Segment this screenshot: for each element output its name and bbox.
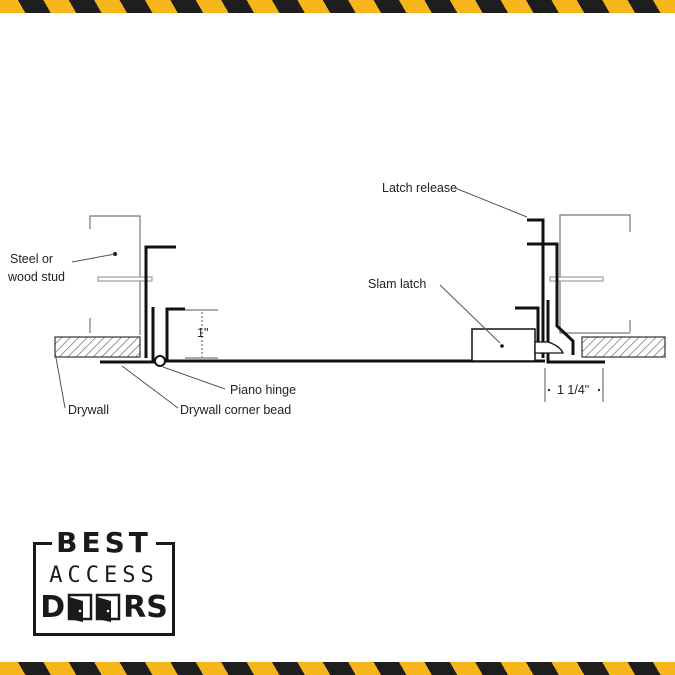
logo-doors: D RS bbox=[33, 590, 175, 625]
open-door-icon bbox=[67, 593, 93, 622]
stud-label-line2: wood stud bbox=[7, 270, 65, 284]
latch-release-label: Latch release bbox=[382, 181, 457, 195]
right-screw bbox=[549, 276, 604, 282]
left-drywall bbox=[54, 336, 141, 358]
left-screw bbox=[97, 276, 153, 282]
one-quarter-label: 1 1/4" bbox=[557, 383, 589, 397]
dimension-one-quarter: 1 1/4" bbox=[544, 368, 604, 402]
right-stud bbox=[559, 214, 631, 334]
logo-access: ACCESS bbox=[49, 563, 159, 588]
right-drywall bbox=[581, 336, 666, 358]
piano-hinge bbox=[154, 355, 166, 367]
one-inch-label: 1" bbox=[197, 326, 208, 340]
stud-label-line1: Steel or bbox=[10, 252, 53, 266]
hazard-stripe-bottom bbox=[0, 662, 675, 675]
dimension-one-inch: 1" bbox=[185, 309, 218, 359]
slam-latch bbox=[471, 328, 564, 362]
best-access-doors-logo: BEST ACCESS D RS bbox=[33, 526, 175, 636]
left-stud bbox=[89, 215, 141, 335]
logo-d: D bbox=[40, 590, 66, 625]
left-frame bbox=[100, 245, 176, 364]
latch-release bbox=[527, 218, 545, 358]
open-door-icon bbox=[95, 593, 121, 622]
hazard-stripe-top bbox=[0, 0, 675, 13]
logo-best: BEST bbox=[52, 526, 156, 559]
logo-rs: RS bbox=[123, 590, 168, 625]
piano-hinge-label: Piano hinge bbox=[230, 383, 296, 397]
corner-bead-label: Drywall corner bead bbox=[180, 403, 291, 417]
drywall-label: Drywall bbox=[68, 403, 109, 417]
door-panel bbox=[165, 307, 545, 363]
slam-latch-label: Slam latch bbox=[368, 277, 426, 291]
right-frame bbox=[515, 242, 605, 364]
